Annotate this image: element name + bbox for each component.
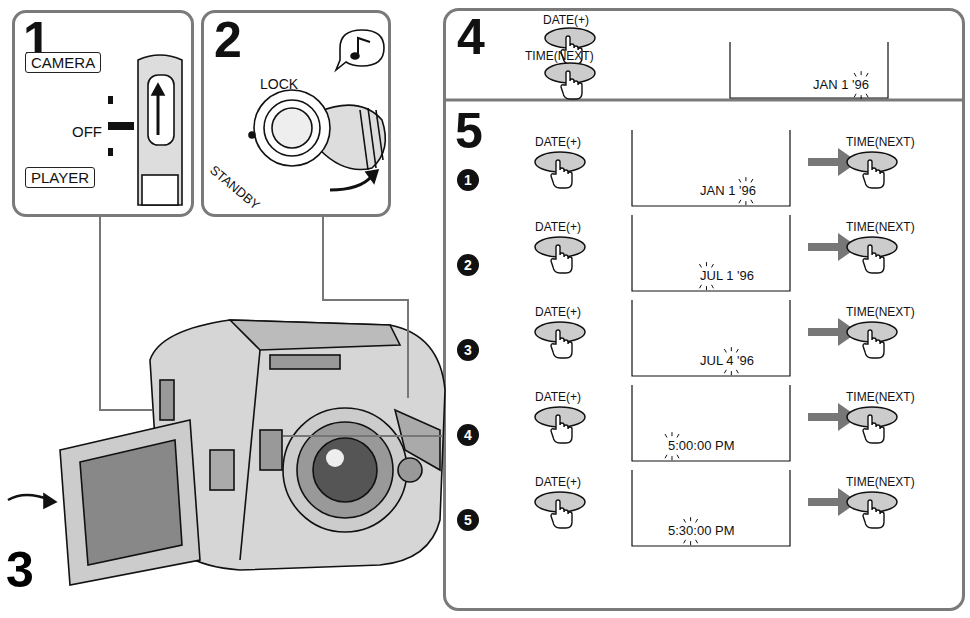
button-label: DATE(+) [535, 136, 581, 149]
button-label: TIME(NEXT) [846, 221, 915, 234]
button-label: TIME(NEXT) [846, 391, 915, 404]
callout-number: 4 [457, 424, 479, 446]
mode-label-box: CAMERA [25, 52, 101, 73]
display-text: 5:00:00 PM [668, 439, 735, 453]
display-text: JUL 1 '96 [700, 269, 754, 283]
display-text: 5:30:00 PM [668, 524, 735, 538]
button-label: TIME(NEXT) [525, 50, 594, 63]
step-section: 4 DATE(+) TIME(NEXT) JAN 1 '96 [443, 8, 965, 100]
button-rows [535, 28, 897, 546]
divider [444, 99, 964, 102]
button-label: DATE(+) [535, 221, 581, 234]
camcorder [8, 320, 445, 585]
button-label: DATE(+) [535, 391, 581, 404]
button-label: TIME(NEXT) [846, 136, 915, 149]
button-label: DATE(+) [535, 306, 581, 319]
step-number: 3 [6, 545, 34, 595]
callout-number: 3 [457, 339, 479, 361]
display-text: JUL 4 '96 [700, 354, 754, 368]
step-section: 51DATE(+)JAN 1 '96TIME(NEXT)2DATE(+)JUL … [443, 100, 965, 611]
step-panel: 2LOCK STANDBY [201, 10, 391, 217]
leader-line [100, 216, 443, 436]
mode-label-box: PLAYER [25, 167, 95, 188]
switch-position: OFF [72, 124, 102, 141]
step-number: 5 [455, 106, 483, 156]
mode-label: PLAYER [31, 169, 89, 186]
button-label: DATE(+) [535, 476, 581, 489]
standby-dial [249, 30, 385, 190]
step-panel: 1OFFCAMERAPLAYER [12, 10, 194, 217]
callout-number: 1 [457, 169, 479, 191]
button-label: TIME(NEXT) [846, 476, 915, 489]
callout-number: 2 [457, 254, 479, 276]
display-text: JAN 1 '96 [813, 78, 869, 92]
button-label: TIME(NEXT) [846, 306, 915, 319]
step-number: 2 [214, 15, 242, 65]
dial-position: STANDBY [207, 163, 262, 213]
step-number: 4 [457, 12, 485, 62]
callout-number: 5 [457, 509, 479, 531]
dial-position: LOCK [260, 77, 298, 92]
panel-frame [445, 10, 964, 610]
display-text: JAN 1 '96 [700, 184, 756, 198]
mode-label: CAMERA [31, 54, 95, 71]
button-label: DATE(+) [543, 14, 589, 27]
power-switch [108, 55, 182, 205]
